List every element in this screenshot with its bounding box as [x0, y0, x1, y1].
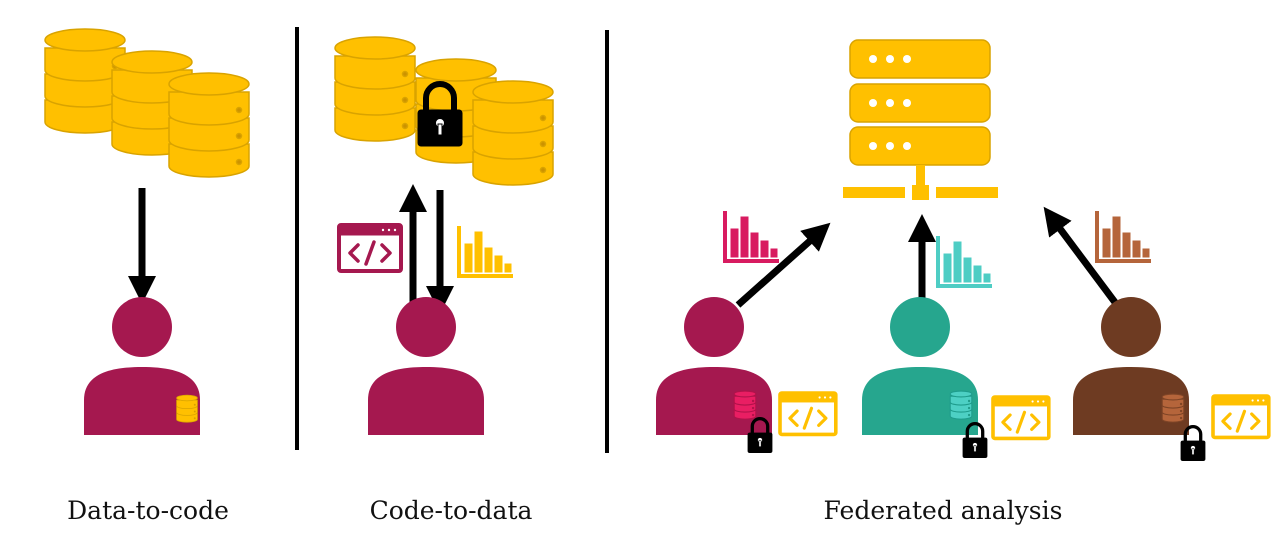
server-icon [843, 39, 998, 200]
panel-label-data-to-code: Data-to-code [67, 496, 229, 525]
bar-chart-icon [936, 234, 994, 288]
lock-icon [1179, 424, 1207, 463]
data-to-code-panel [44, 28, 250, 435]
panel-label-federated-analysis: Federated analysis [823, 496, 1063, 525]
arrow-icon [735, 222, 831, 308]
bar-chart-icon [1095, 209, 1153, 263]
code-window-icon [778, 391, 838, 437]
database-icon [1161, 393, 1185, 423]
code-window-icon [1211, 394, 1271, 440]
database-icon [44, 28, 250, 178]
federated-panel [656, 39, 1271, 463]
arrow-icon [1043, 206, 1120, 308]
database-icon [949, 390, 973, 420]
panel-label-code-to-data: Code-to-data [369, 496, 533, 525]
database-icon [176, 394, 198, 423]
code-to-data-panel [334, 36, 554, 435]
code-window-icon [991, 395, 1051, 441]
user-icon [368, 297, 484, 435]
bar-chart-icon [723, 209, 781, 263]
database-icon [733, 390, 757, 420]
code-window-icon [337, 223, 403, 273]
bar-chart-icon [457, 224, 515, 278]
